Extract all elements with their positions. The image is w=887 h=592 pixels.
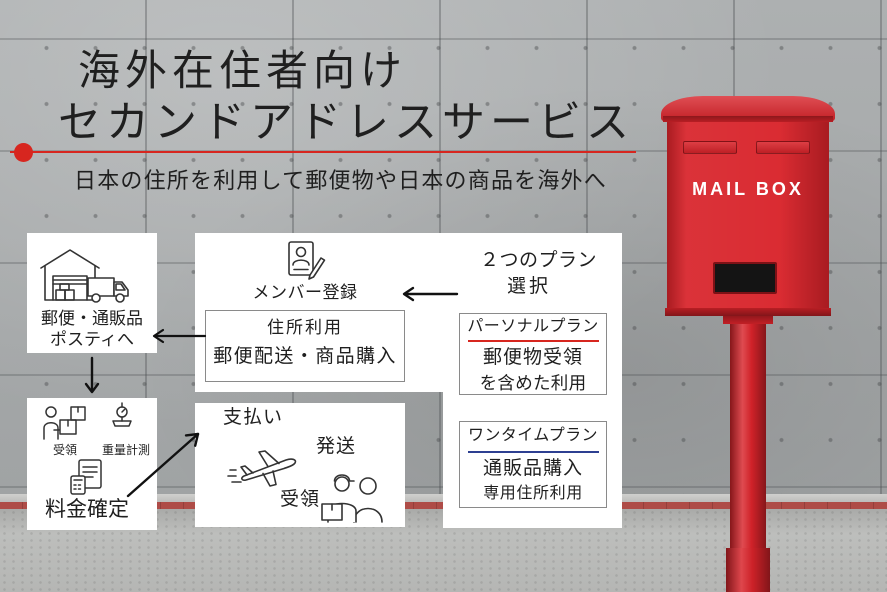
mailbox-flap-right [756, 141, 810, 154]
mailbox-label: MAIL BOX [692, 179, 804, 199]
mailbox-lid-rim [663, 116, 833, 122]
plan-choice-line-1: ２つのプラン [480, 250, 598, 271]
personal-plan-underline [468, 340, 599, 342]
arrow-left-icon [151, 328, 207, 344]
arrow-down-icon [84, 356, 100, 395]
mailbox-post [730, 323, 766, 592]
personal-plan-name: パーソナルプラン [467, 318, 599, 335]
airplane-icon [226, 446, 302, 488]
member-registration-icon [284, 239, 326, 281]
title-rule [10, 151, 636, 153]
ship-label: 発送 [316, 436, 357, 457]
subtitle: 日本の住所を利用して郵便物や日本の商品を海外へ [74, 168, 607, 193]
arrow-diagonal-icon [124, 426, 204, 500]
arrival-label-line-2: ポスティへ [50, 330, 134, 349]
scale-icon [109, 402, 135, 428]
personal-plan-box [459, 313, 607, 395]
mailbox-post-base [726, 548, 770, 592]
title-line-2: セカンドアドレスサービス [58, 99, 634, 147]
inspection-card [27, 398, 157, 530]
personal-plan-line-2: を含めた利用 [479, 373, 587, 393]
onetime-plan-line-1: 通販品購入 [482, 458, 583, 479]
onetime-plan-name: ワンタイムプラン [468, 427, 598, 444]
mailbox-post-collar [723, 315, 773, 324]
delivery-person-icon [320, 468, 384, 524]
invoice-calculator-icon [69, 458, 107, 496]
usage-line-2: 郵便配送・商品購入 [213, 346, 397, 367]
title-line-1: 海外在住者向け [78, 47, 408, 94]
arrow-left-icon [401, 286, 459, 302]
address-usage-box [205, 310, 405, 382]
receive-final-label: 受領 [280, 489, 321, 510]
usage-line-1: 住所利用 [267, 318, 343, 337]
onetime-plan-underline [468, 451, 599, 453]
onetime-plan-line-2: 専用住所利用 [483, 485, 583, 502]
registration-label: メンバー登録 [252, 283, 358, 302]
warehouse-truck-icon [38, 244, 130, 306]
plan-choice-line-2: 選択 [507, 276, 552, 297]
fee-label: 料金確定 [45, 498, 129, 521]
mailbox-flap-left [683, 141, 737, 154]
payment-card [195, 403, 405, 527]
weigh-label: 重量計測 [101, 443, 150, 457]
receive-package-icon [41, 403, 87, 441]
mailbox-bottom-rim [665, 308, 831, 316]
arrival-label-line-1: 郵便・通販品 [41, 309, 143, 328]
title-rule-dot [14, 143, 33, 162]
personal-plan-line-1: 郵便物受領 [482, 347, 583, 368]
mailbox-slot [713, 262, 777, 294]
onetime-plan-box [459, 421, 607, 508]
receive-label: 受領 [52, 443, 77, 457]
payment-label: 支払い [223, 407, 284, 428]
